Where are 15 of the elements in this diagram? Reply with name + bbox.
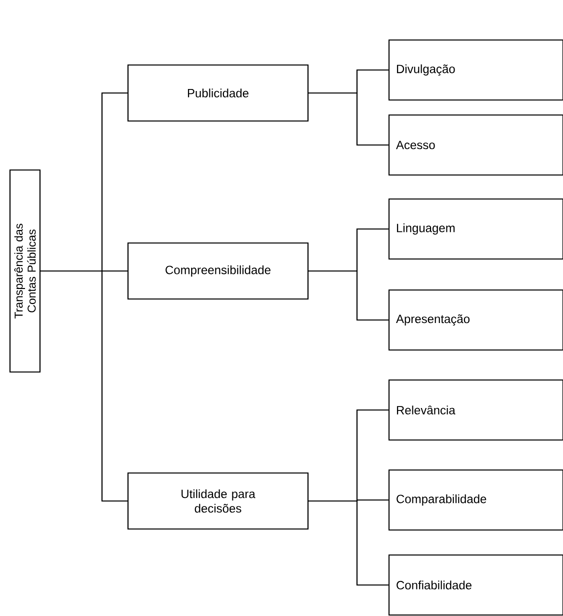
item-box: Acesso — [388, 114, 563, 176]
item-box: Linguagem — [388, 198, 563, 260]
item-box: Apresentação — [388, 289, 563, 351]
category-box: Publicidade — [127, 64, 309, 122]
item-box: Confiabilidade — [388, 554, 563, 616]
connector-line — [308, 500, 388, 586]
root-box: Transparência das Contas Públicas — [9, 169, 41, 373]
connector-line — [308, 270, 388, 321]
item-box: Relevância — [388, 379, 563, 441]
connector-line — [308, 92, 388, 146]
item-box: Comparabilidade — [388, 469, 563, 531]
item-box: Divulgação — [388, 39, 563, 101]
connector-line — [40, 270, 128, 502]
category-box: Utilidade para decisões — [127, 472, 309, 530]
category-box: Compreensibilidade — [127, 242, 309, 300]
